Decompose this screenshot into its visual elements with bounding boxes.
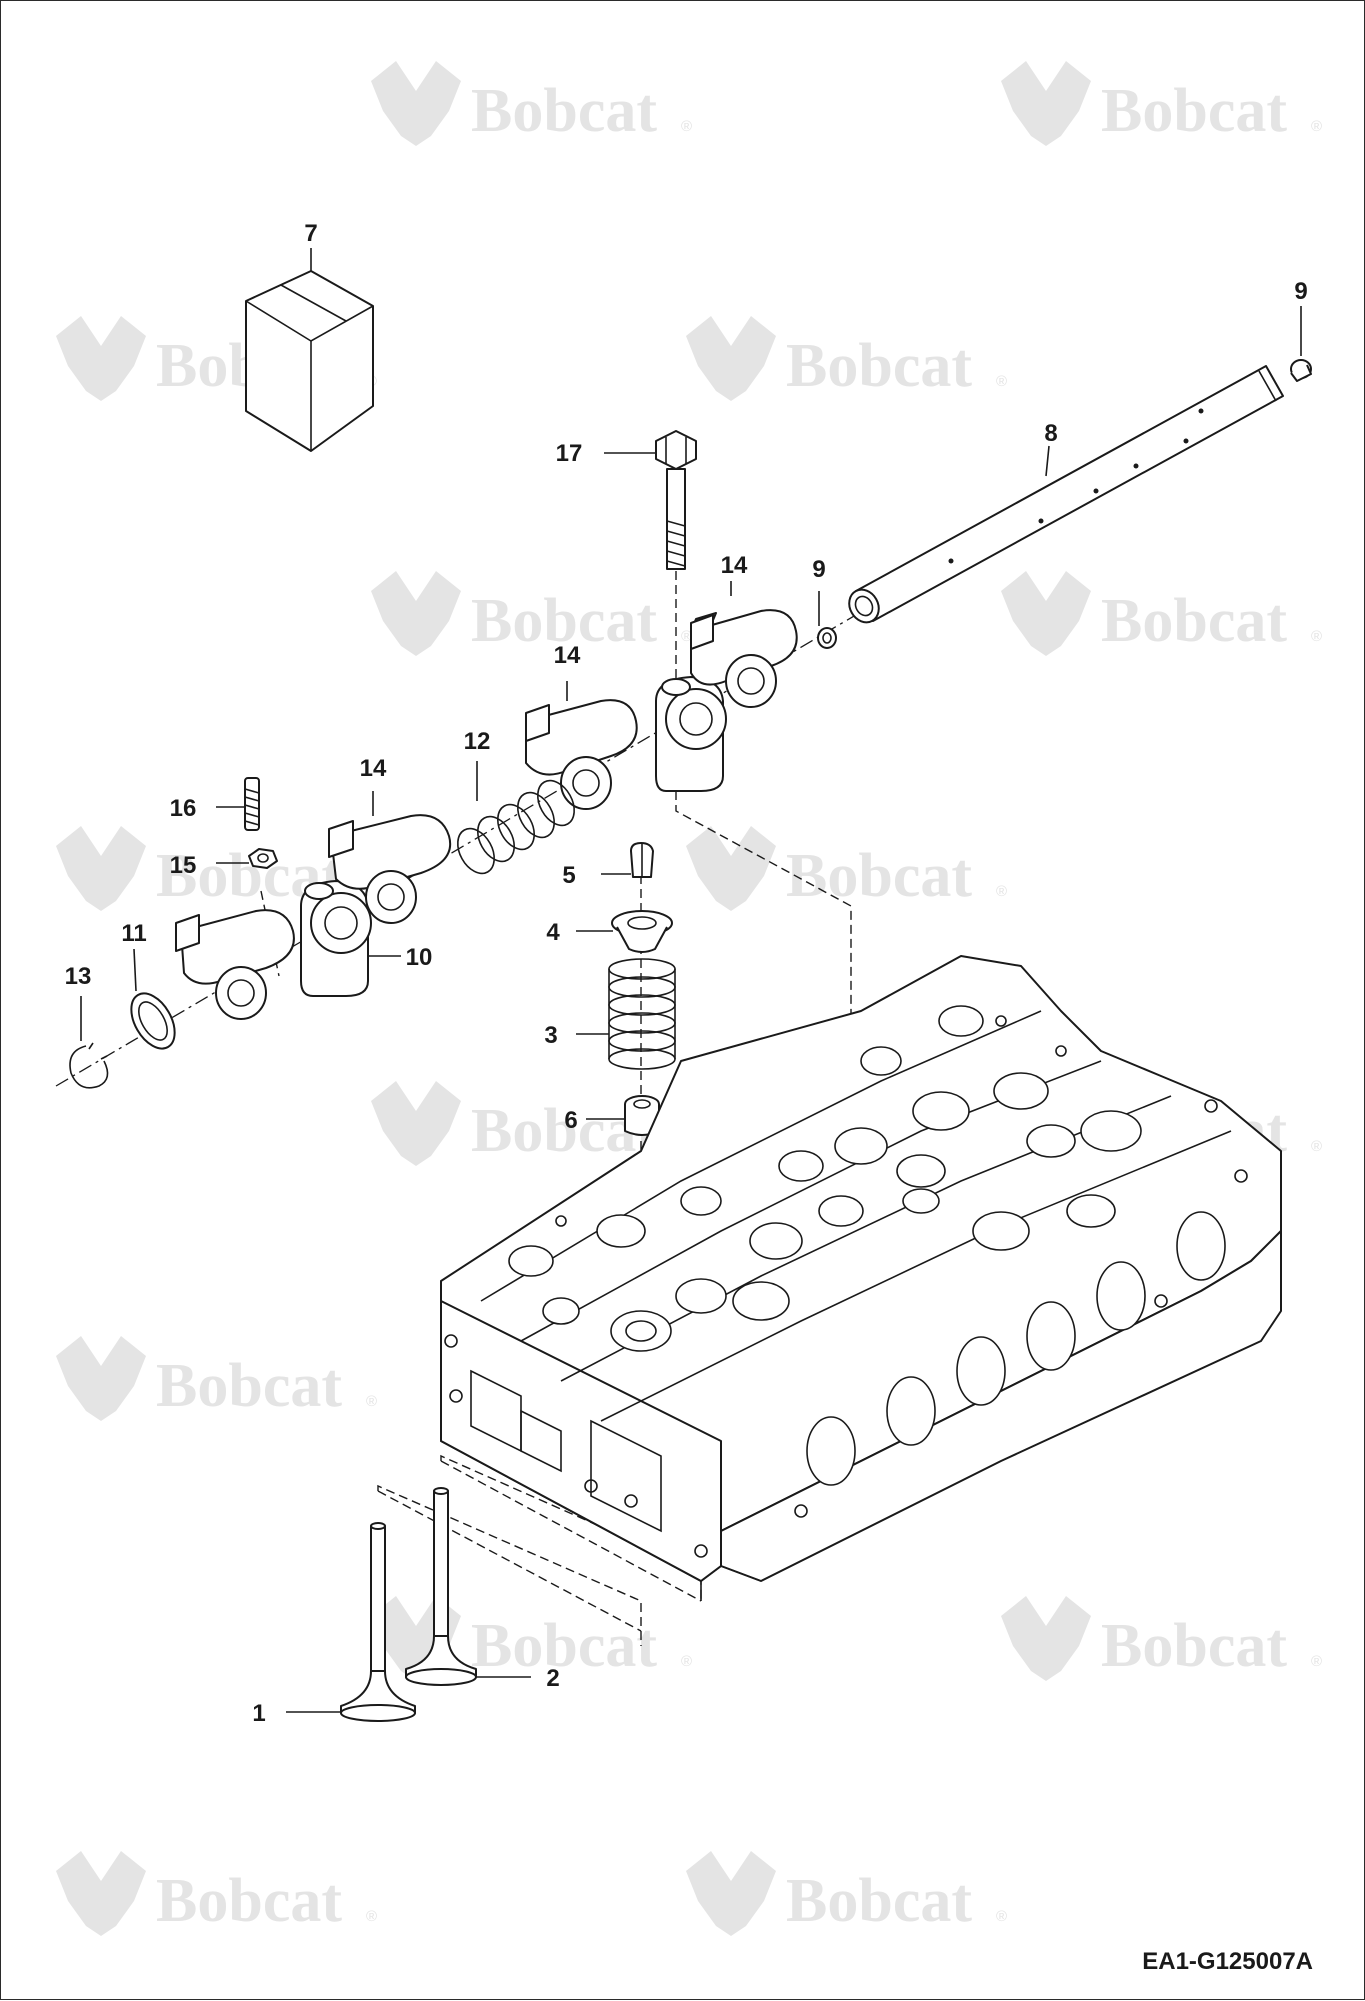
bobcat-logo-icon <box>686 826 776 911</box>
rocker-bracket-lower <box>300 880 401 997</box>
exhaust-valve <box>405 1487 531 1686</box>
shaft-washer <box>130 948 176 1050</box>
callout-16: 16 <box>170 795 197 822</box>
rocker-arm-4 <box>175 909 295 1020</box>
bobcat-logo-icon <box>686 1851 776 1936</box>
callout-9-right: 9 <box>1294 278 1307 305</box>
callout-8: 8 <box>1044 420 1057 447</box>
watermark: Bobcat ® <box>1001 61 1322 146</box>
callout-13: 13 <box>65 963 92 990</box>
watermark-text: Bobcat <box>786 332 972 400</box>
watermark-text: Bobcat <box>471 77 657 145</box>
watermark-text: Bobcat <box>156 1867 342 1935</box>
rocker-bracket-upper <box>655 676 727 792</box>
watermark-registered: ® <box>996 1908 1007 1925</box>
callout-11: 11 <box>121 920 146 947</box>
callout-9-left: 9 <box>812 556 825 583</box>
bobcat-logo-icon <box>371 61 461 146</box>
bobcat-logo-icon <box>56 1336 146 1421</box>
watermark: Bobcat ® <box>56 1851 377 1936</box>
callout-14-mid: 14 <box>554 642 581 669</box>
watermark-registered: ® <box>1311 118 1322 135</box>
watermark: Bobcat ® <box>686 826 1007 911</box>
valve-spring <box>576 958 676 1070</box>
spring-retainer <box>576 910 673 953</box>
watermark-text: Bobcat <box>1101 77 1287 145</box>
rocker-arm-1 <box>690 581 798 708</box>
bobcat-logo-icon <box>1001 61 1091 146</box>
callout-12: 12 <box>464 728 491 755</box>
callout-14-low: 14 <box>360 755 387 782</box>
watermark: Bobcat ® <box>371 61 692 146</box>
callout-4: 4 <box>546 919 560 946</box>
gasket-kit-box <box>245 248 374 452</box>
rocker-shaft <box>848 365 1284 624</box>
watermark-registered: ® <box>996 373 1007 390</box>
watermark-text: Bobcat <box>786 1867 972 1935</box>
callout-5: 5 <box>562 862 575 889</box>
callout-6: 6 <box>564 1107 577 1134</box>
shaft-plug-left <box>817 591 837 649</box>
watermark: Bobcat ® <box>686 316 1007 401</box>
bobcat-logo-icon <box>686 316 776 401</box>
watermark-text: Bobcat <box>471 1612 657 1680</box>
rocker-arm-2 <box>525 681 638 810</box>
watermark-text: Bobcat <box>1101 1612 1287 1680</box>
callout-17: 17 <box>556 440 583 467</box>
bobcat-logo-icon <box>371 1081 461 1166</box>
intake-valve <box>286 1522 416 1722</box>
bobcat-logo-icon <box>56 1851 146 1936</box>
bracket-bolt <box>604 430 697 570</box>
watermark-registered: ® <box>1311 1653 1322 1670</box>
callout-14-top: 14 <box>721 552 748 579</box>
watermark-registered: ® <box>366 1908 377 1925</box>
watermark-text: Bobcat <box>156 1352 342 1420</box>
watermark: Bobcat ® <box>56 826 377 911</box>
watermark-registered: ® <box>996 883 1007 900</box>
watermark: Bobcat ® <box>56 1336 377 1421</box>
adjuster-nut <box>216 848 278 869</box>
watermark-text: Bobcat <box>786 842 972 910</box>
bobcat-logo-icon <box>1001 1596 1091 1681</box>
callout-3: 3 <box>544 1022 557 1049</box>
bobcat-logo-icon <box>56 826 146 911</box>
document-id: EA1-G125007A <box>1142 1948 1313 1975</box>
watermark-registered: ® <box>681 628 692 645</box>
watermark-registered: ® <box>681 118 692 135</box>
bobcat-logo-icon <box>56 316 146 401</box>
watermark-registered: ® <box>366 1393 377 1410</box>
watermark: Bobcat ® <box>1001 1596 1322 1681</box>
watermark-registered: ® <box>1311 1138 1322 1155</box>
shaft-plug-right <box>1290 306 1312 382</box>
rocker-spring <box>457 761 575 875</box>
watermark-text: Bobcat <box>1101 587 1287 655</box>
callout-7: 7 <box>304 220 317 247</box>
callout-1: 1 <box>252 1700 265 1727</box>
bobcat-logo-icon <box>1001 571 1091 656</box>
adjuster-screw <box>216 777 260 831</box>
cylinder-head <box>440 955 1282 1601</box>
bobcat-logo-icon <box>371 571 461 656</box>
watermark: Bobcat ® <box>371 571 692 656</box>
valve-cotter <box>601 842 654 878</box>
callout-10: 10 <box>406 944 433 971</box>
watermark-text: Bobcat <box>471 587 657 655</box>
watermark-registered: ® <box>681 1653 692 1670</box>
callouts: 7 9 8 17 14 9 14 12 14 16 15 5 4 10 11 1… <box>65 220 1308 1727</box>
callout-15: 15 <box>170 852 197 879</box>
watermark: Bobcat ® <box>686 1851 1007 1936</box>
callout-2: 2 <box>546 1665 559 1692</box>
rocker-arm-3 <box>328 791 452 924</box>
watermark-registered: ® <box>1311 628 1322 645</box>
watermark: Bobcat ® <box>1001 571 1322 656</box>
snap-ring <box>69 996 109 1089</box>
